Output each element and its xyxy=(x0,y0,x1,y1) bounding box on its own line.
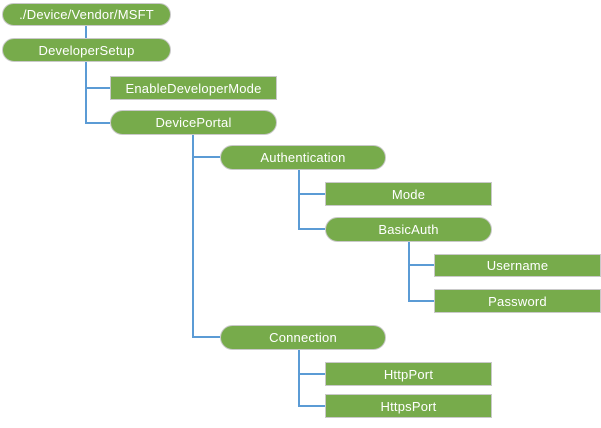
connector-authentication-to-basicauth xyxy=(298,170,325,230)
connector-deviceportal-to-authentication xyxy=(192,135,220,158)
node-label-authentication: Authentication xyxy=(260,150,346,165)
node-label-connection: Connection xyxy=(269,330,337,345)
node-developersetup[interactable]: DeveloperSetup xyxy=(2,38,171,62)
node-basicauth[interactable]: BasicAuth xyxy=(325,217,492,242)
connector-deviceportal-to-connection xyxy=(192,135,220,338)
node-password[interactable]: Password xyxy=(434,289,601,313)
node-label-enabledevelopermode: EnableDeveloperMode xyxy=(125,80,262,96)
node-deviceportal[interactable]: DevicePortal xyxy=(110,110,277,135)
node-label-deviceportal: DevicePortal xyxy=(155,115,232,130)
node-label-password: Password xyxy=(488,293,547,309)
node-label-mode: Mode xyxy=(391,186,426,202)
node-label-httpport: HttpPort xyxy=(383,366,434,382)
connector-connection-to-httpport xyxy=(298,350,325,375)
connector-basicauth-to-password xyxy=(408,242,434,302)
node-httpport[interactable]: HttpPort xyxy=(325,362,492,386)
node-label-username: Username xyxy=(486,258,549,273)
connector-developersetup-to-enabledevelopermode xyxy=(85,62,110,89)
node-label-httpsport: HttpsPort xyxy=(380,398,437,414)
connector-basicauth-to-username xyxy=(408,242,434,266)
connector-authentication-to-mode xyxy=(298,170,325,195)
node-root[interactable]: ./Device/Vendor/MSFT xyxy=(2,3,171,26)
connector-connection-to-httpsport xyxy=(298,350,325,407)
node-label-root: ./Device/Vendor/MSFT xyxy=(19,7,154,22)
node-username[interactable]: Username xyxy=(434,254,601,277)
node-enabledevelopermode[interactable]: EnableDeveloperMode xyxy=(110,76,277,100)
node-label-basicauth: BasicAuth xyxy=(378,222,439,237)
node-label-developersetup: DeveloperSetup xyxy=(38,42,135,58)
node-connection[interactable]: Connection xyxy=(220,325,386,350)
node-mode[interactable]: Mode xyxy=(325,182,492,206)
connector-developersetup-to-deviceportal xyxy=(85,62,110,124)
node-authentication[interactable]: Authentication xyxy=(220,145,386,170)
node-httpsport[interactable]: HttpsPort xyxy=(325,394,492,418)
